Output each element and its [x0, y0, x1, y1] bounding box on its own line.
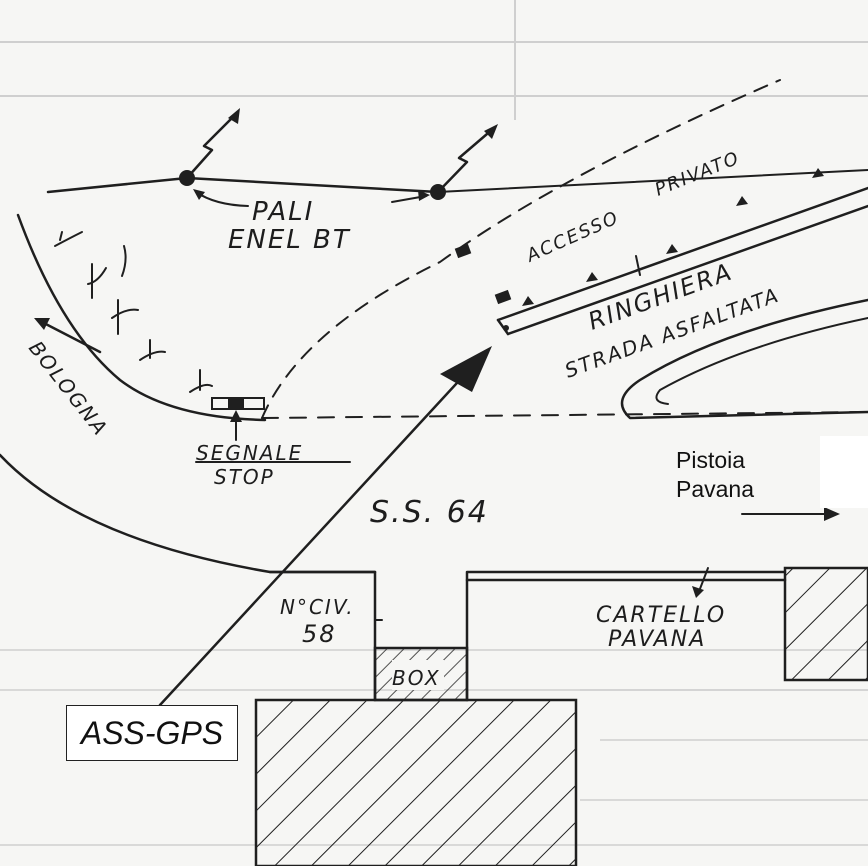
asphalt-island	[620, 298, 868, 420]
lightning-1-tip-icon	[228, 108, 240, 124]
label-privato: PRIVATO	[652, 147, 743, 200]
hatched-building-large	[254, 698, 578, 866]
bologna-arrow-icon	[34, 318, 50, 330]
pistoia-arrowhead-icon	[824, 507, 840, 521]
label-accesso: ACCESSO	[523, 207, 623, 267]
pistoia-arrow	[741, 507, 840, 521]
lightning-2-icon	[436, 126, 496, 194]
enel-poles	[46, 108, 868, 207]
destination-line-1: Pistoia	[676, 447, 746, 473]
pointer-arrow-pole2-icon	[418, 190, 430, 201]
label-pali: PALI	[252, 197, 314, 227]
hatched-building-right	[783, 566, 868, 682]
lightning-1-icon	[185, 110, 240, 180]
pointer-arrow-pole1-icon	[193, 189, 205, 200]
left-curve-road	[0, 213, 377, 574]
label-pavana: PAVANA	[608, 627, 706, 652]
stop-pointer-icon	[230, 410, 242, 422]
label-ss64: S.S. 64	[370, 495, 489, 530]
label-enel-bt: ENEL BT	[228, 225, 351, 255]
ass-gps-label: ASS-GPS	[66, 705, 238, 761]
cartello-pointer-icon	[692, 586, 704, 598]
ass-gps-arrow	[158, 346, 492, 707]
label-box: BOX	[392, 666, 441, 690]
label-cartello: CARTELLO	[596, 603, 726, 628]
label-civ-number: 58	[302, 620, 337, 648]
ringhiera-railing	[496, 168, 868, 336]
label-stop: STOP	[214, 465, 275, 489]
buildings	[254, 566, 868, 866]
dashed-paths	[261, 79, 868, 419]
lightning-2-tip-icon	[484, 124, 498, 139]
label-segnale: SEGNALE	[196, 441, 303, 465]
label-civ: N°CIV.	[280, 595, 355, 619]
stop-sign	[195, 397, 351, 463]
ass-gps-arrowhead-icon	[440, 346, 492, 392]
destination-line-2: Pavana	[676, 476, 755, 502]
white-patch	[820, 436, 868, 508]
destination-label: Pistoia Pavana	[676, 446, 754, 504]
